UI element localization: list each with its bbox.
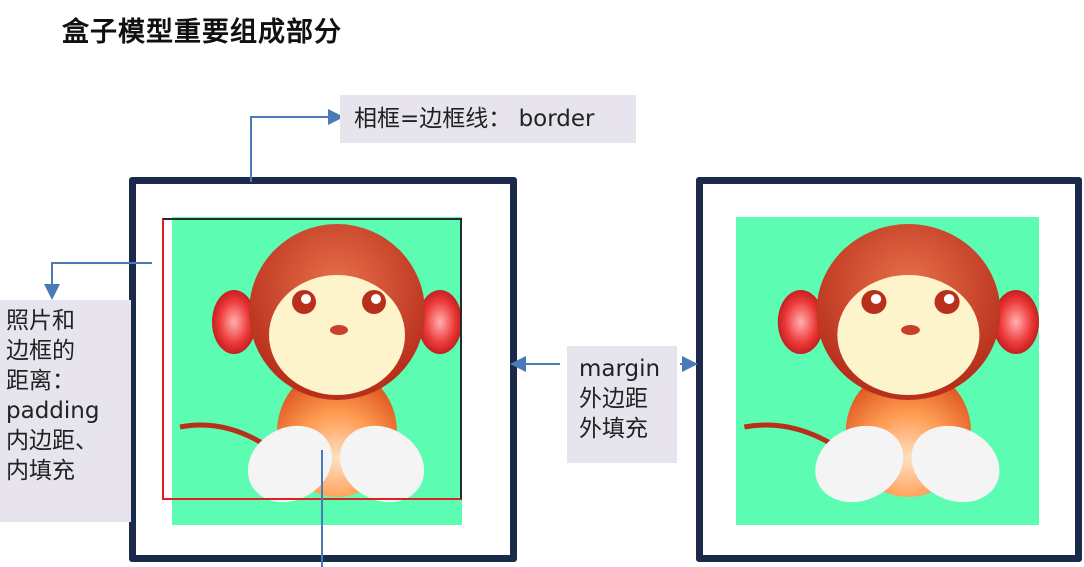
margin-label: margin 外边距 外填充 bbox=[567, 346, 677, 463]
padding-label-line: 照片和 bbox=[6, 308, 75, 334]
margin-label-line: 外填充 bbox=[579, 416, 648, 442]
margin-label-line: 外边距 bbox=[579, 386, 648, 412]
padding-label-line: 距离： bbox=[6, 368, 75, 394]
padding-label-line: padding bbox=[6, 398, 100, 424]
left-monkey-photo bbox=[172, 217, 462, 525]
slide-title: 盒子模型重要组成部分 bbox=[62, 17, 342, 48]
padding-boundary-outline bbox=[162, 218, 462, 500]
right-monkey-photo bbox=[736, 217, 1039, 525]
padding-label-line: 边框的 bbox=[6, 338, 75, 364]
border-label: 相框=边框线： border bbox=[340, 95, 636, 143]
padding-label-line: 内填充 bbox=[6, 458, 75, 484]
margin-label-line: margin bbox=[579, 356, 661, 382]
monkey-image-right bbox=[743, 224, 1039, 503]
padding-label-line: 内边距、 bbox=[6, 428, 98, 454]
padding-label: 照片和 边框的 距离： padding 内边距、 内填充 bbox=[0, 300, 131, 522]
border-arrow bbox=[250, 109, 344, 182]
monkey-image-left bbox=[179, 224, 462, 503]
